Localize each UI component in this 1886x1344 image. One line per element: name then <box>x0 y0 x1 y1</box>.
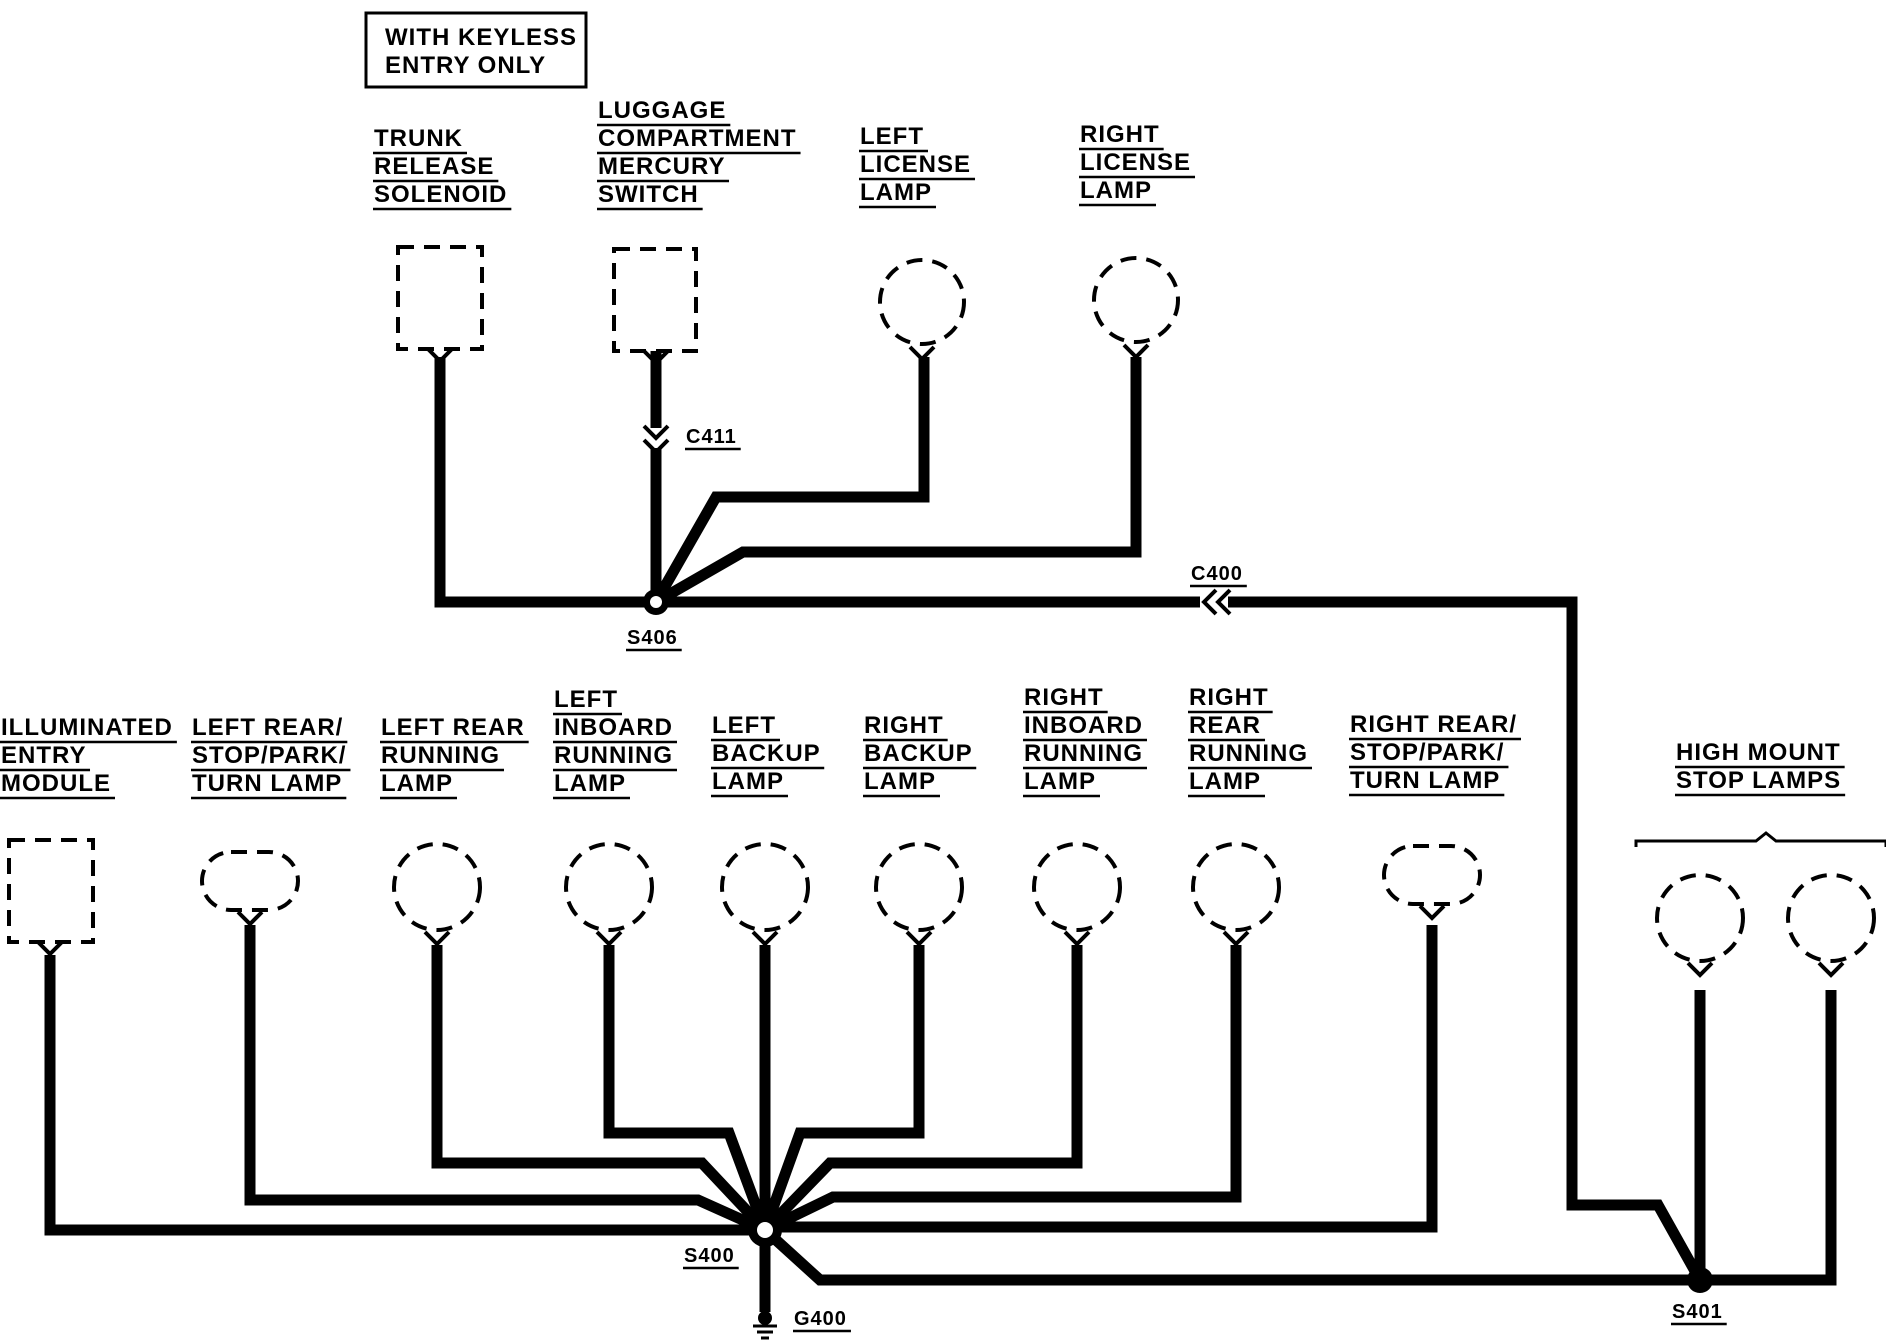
terminal-high-mount-right <box>1817 961 1845 978</box>
right-license-lamp-body <box>1092 256 1180 344</box>
label-s401: S401 <box>1672 1301 1723 1323</box>
wire-right-inboard <box>761 945 1083 1234</box>
wire-right-license <box>653 357 1142 607</box>
wire-left-license <box>651 357 930 605</box>
illuminated-entry-module-body <box>7 838 95 944</box>
high-mount-stop-lamp-right-body <box>1786 873 1876 963</box>
terminal-right-rear-running <box>1222 930 1250 947</box>
label-right-backup-lamp: RIGHT BACKUP LAMP <box>864 712 980 795</box>
terminal-high-mount-left <box>1686 961 1714 978</box>
terminal-connectors <box>36 343 1845 978</box>
trunk-release-solenoid-body <box>396 245 484 351</box>
terminal-mercury <box>642 349 670 366</box>
label-luggage-compartment-mercury-switch: LUGGAGE COMPARTMENT MERCURY SWITCH <box>598 97 804 208</box>
wire-trunk-release <box>434 357 656 608</box>
keyless-entry-note-box <box>364 11 588 89</box>
left-backup-lamp-body <box>720 842 810 932</box>
c411-symbol <box>642 424 670 455</box>
label-s400: S400 <box>684 1245 735 1267</box>
terminal-left-rear-stop <box>236 910 264 927</box>
label-c400: C400 <box>1191 563 1243 585</box>
terminal-left-rear-running <box>423 930 451 947</box>
right-rear-stop-lamp-body <box>1382 844 1482 906</box>
label-right-rear-running-lamp: RIGHT REAR RUNNING LAMP <box>1189 684 1316 795</box>
label-right-license-lamp: RIGHT LICENSE LAMP <box>1080 121 1199 204</box>
left-license-lamp-body <box>878 258 966 346</box>
left-rear-stop-lamp-body <box>200 850 300 912</box>
wire-s400-to-s401 <box>761 1225 1700 1286</box>
right-rear-running-lamp-body <box>1191 842 1281 932</box>
label-c411: C411 <box>686 426 737 448</box>
lower-wiring <box>44 925 1837 1312</box>
label-high-mount-stop-lamps: HIGH MOUNT STOP LAMPS <box>1676 739 1848 794</box>
inline-connectors <box>640 424 1232 616</box>
wire-s406-to-s401 <box>656 596 1705 1283</box>
terminal-trunk <box>426 347 454 364</box>
ground-g400-symbol <box>753 1311 777 1340</box>
high-mount-stop-lamp-left-body <box>1655 873 1745 963</box>
wire-high-mount-right <box>1700 990 1837 1286</box>
label-left-backup-lamp: LEFT BACKUP LAMP <box>712 712 828 795</box>
label-trunk-release-solenoid: TRUNK RELEASE SOLENOID <box>374 125 507 208</box>
splices <box>643 589 1713 1293</box>
upper-wiring <box>434 350 1705 1283</box>
right-backup-lamp-body <box>874 842 964 932</box>
label-underlines <box>0 123 1846 1333</box>
terminal-right-rear-stop <box>1418 904 1446 921</box>
wire-illuminated-entry <box>44 955 765 1236</box>
right-inboard-running-lamp-body <box>1032 842 1122 932</box>
wire-right-rear-stop <box>770 925 1438 1233</box>
label-right-inboard-running-lamp: RIGHT INBOARD RUNNING LAMP <box>1024 684 1151 795</box>
label-left-rear-stop-park-turn-lamp: LEFT REAR/ STOP/PARK/ TURN LAMP <box>192 714 354 797</box>
terminal-left-inboard <box>595 930 623 947</box>
wire-left-inboard <box>603 945 771 1232</box>
wire-left-rear-stop <box>244 925 768 1236</box>
terminal-right-license <box>1122 343 1150 360</box>
terminal-left-license <box>908 345 936 362</box>
c400-symbol <box>1201 588 1232 616</box>
label-illuminated-entry-module: ILLUMINATED ENTRY MODULE <box>1 714 181 797</box>
label-left-rear-running-lamp: LEFT REAR RUNNING LAMP <box>381 714 532 797</box>
components <box>7 245 1876 963</box>
label-left-inboard-running-lamp: LEFT INBOARD RUNNING LAMP <box>554 686 681 797</box>
label-left-license-lamp: LEFT LICENSE LAMP <box>860 123 979 206</box>
wire-left-rear-running <box>431 945 770 1234</box>
high-mount-bracket <box>1634 831 1886 847</box>
terminal-left-backup <box>751 930 779 947</box>
wire-right-backup <box>759 945 925 1232</box>
label-right-rear-stop-park-turn-lamp: RIGHT REAR/ STOP/PARK/ TURN LAMP <box>1350 711 1525 794</box>
splice-s401 <box>1687 1267 1713 1293</box>
left-rear-running-lamp-body <box>392 842 482 932</box>
wire-right-rear-running <box>762 945 1242 1235</box>
label-s406: S406 <box>627 627 678 649</box>
left-inboard-running-lamp-body <box>564 842 654 932</box>
label-g400: G400 <box>794 1308 847 1330</box>
terminal-right-backup <box>905 930 933 947</box>
terminal-right-inboard <box>1063 930 1091 947</box>
terminal-illuminated-entry <box>36 940 64 957</box>
mercury-switch-body <box>612 247 698 353</box>
keyless-entry-note: WITH KEYLESS ENTRY ONLY <box>385 24 585 79</box>
